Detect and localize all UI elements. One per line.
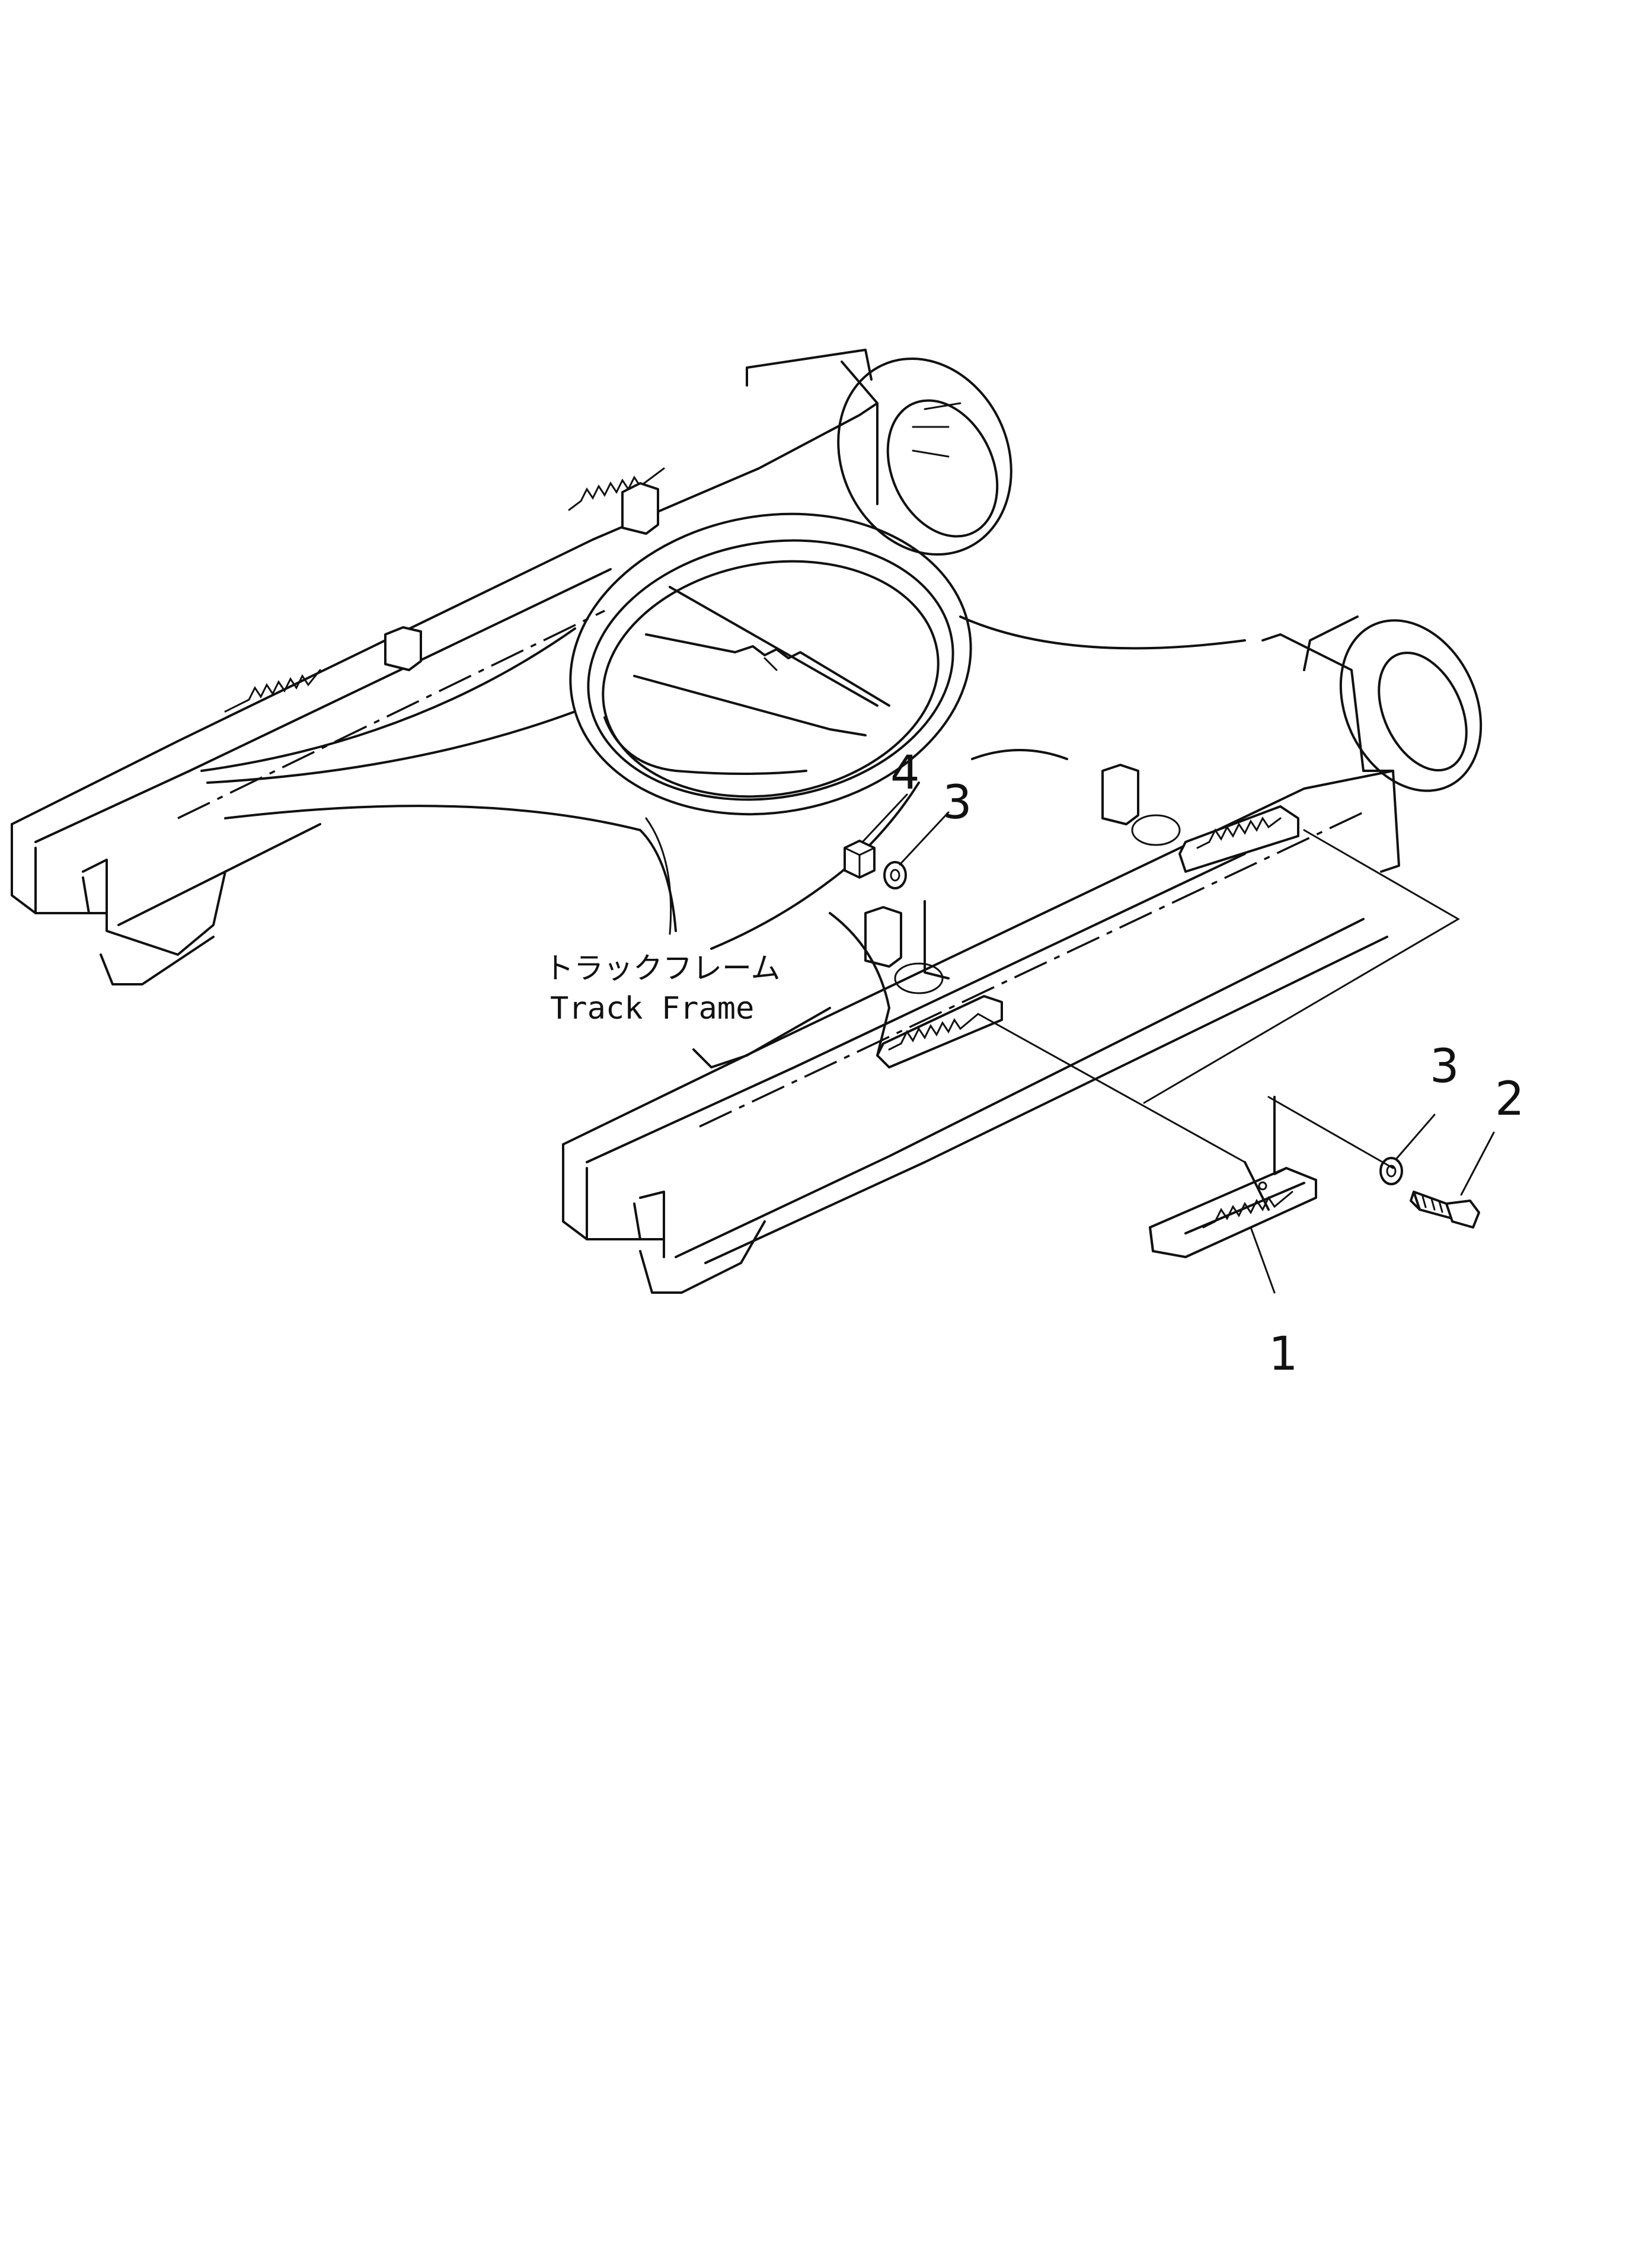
callout-3-top: 3 <box>943 776 972 830</box>
track-frame <box>11 349 1012 985</box>
washer-part-top <box>883 861 907 889</box>
washer-part-right <box>1379 1157 1403 1185</box>
callout-1: 1 <box>1269 1328 1298 1381</box>
callout-leaders <box>861 793 1495 1294</box>
track-frame-label-en: Track Frame <box>550 991 754 1026</box>
callout-2: 2 <box>1495 1073 1525 1126</box>
step-plate-part <box>1149 1096 1317 1258</box>
leader-lines <box>977 829 1460 1169</box>
track-frame-label-jp: トラックフレーム <box>544 951 781 985</box>
nut-part <box>844 840 876 879</box>
frame-body <box>200 615 1246 950</box>
callout-3-right: 3 <box>1430 1040 1459 1093</box>
callout-4: 4 <box>890 747 920 800</box>
bolt-part <box>1410 1191 1480 1229</box>
track-frame-front <box>562 615 1483 1294</box>
label-leader <box>645 817 672 935</box>
swing-circle <box>569 512 972 816</box>
